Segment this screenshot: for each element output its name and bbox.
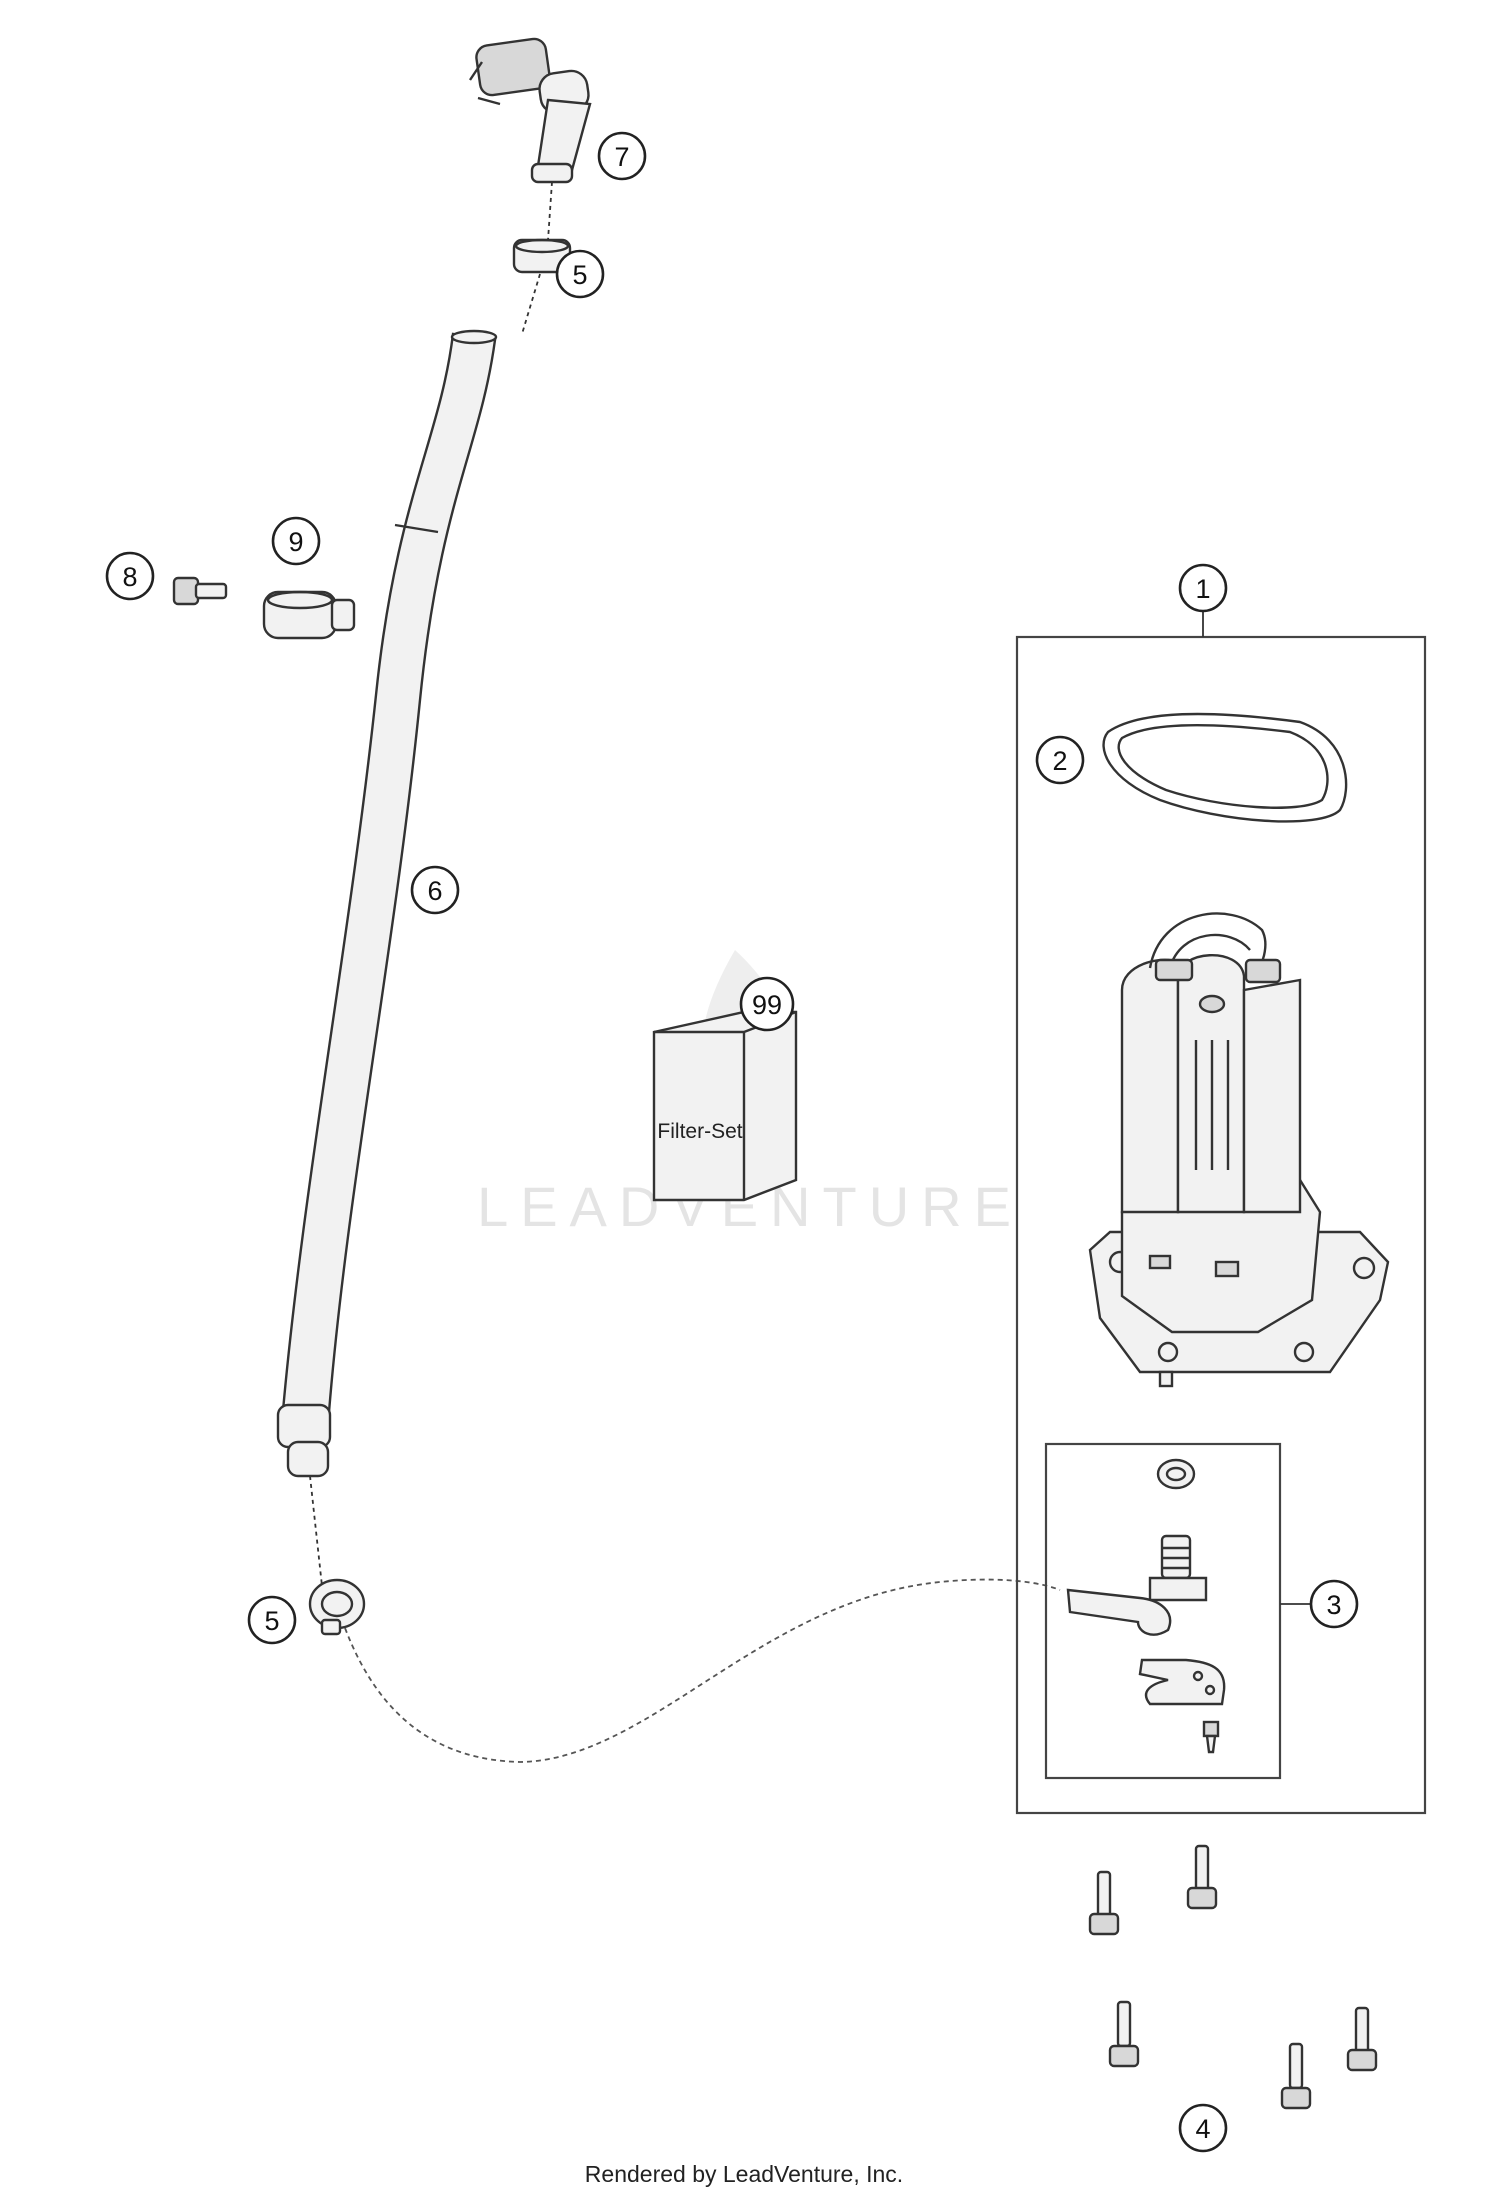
svg-text:1: 1 [1195, 574, 1210, 604]
svg-text:7: 7 [614, 142, 629, 172]
svg-text:8: 8 [122, 562, 137, 592]
part-99-filter-set: Filter-Set [652, 1010, 798, 1202]
leader-5-6 [521, 273, 541, 335]
callout-99: 99 [739, 976, 795, 1032]
part-1-assembly-box [1015, 635, 1427, 1815]
leader-7-5 [547, 181, 553, 241]
callout-3: 3 [1309, 1579, 1359, 1629]
svg-text:99: 99 [752, 990, 782, 1020]
part-2-gasket [1102, 712, 1348, 823]
bolt-4c [1346, 2006, 1378, 2072]
callout-5-top: 5 [555, 249, 605, 299]
svg-text:3: 3 [1326, 1590, 1341, 1620]
bolt-4a [1088, 1870, 1120, 1936]
svg-text:4: 4 [1195, 2114, 1210, 2144]
credit-text: Rendered by LeadVenture, Inc. [585, 2161, 903, 2187]
bolt-4d [1108, 2000, 1140, 2068]
callout-2: 2 [1035, 735, 1085, 785]
svg-text:2: 2 [1052, 746, 1067, 776]
part-3-assembly-box [1044, 1442, 1282, 1780]
leader-6-5 [309, 1475, 323, 1587]
svg-text:6: 6 [427, 876, 442, 906]
part-4-bolts [1088, 1844, 1378, 2110]
callout-8: 8 [105, 551, 155, 601]
part-9-hose-clamp [262, 590, 356, 640]
part-5-bottom-clamp [308, 1578, 366, 1636]
callout-6: 6 [410, 865, 460, 915]
routing-dashed-line [344, 1578, 1061, 1763]
filter-set-label: Filter-Set [657, 1120, 742, 1143]
part-3-outlet-fitting [1066, 1458, 1226, 1754]
svg-text:5: 5 [572, 260, 587, 290]
callout-4: 4 [1178, 2103, 1228, 2153]
callout-5-bottom: 5 [247, 1595, 297, 1645]
part-7-elbow-connector [469, 37, 592, 184]
part-8-bolt [172, 576, 228, 606]
callout-7: 7 [597, 131, 647, 181]
part-1-fuel-pump [1088, 912, 1390, 1388]
bolt-4b [1186, 1844, 1218, 1910]
svg-text:9: 9 [288, 527, 303, 557]
callout-1: 1 [1178, 563, 1228, 613]
part-6-fuel-hose [276, 329, 498, 1478]
callout-9: 9 [271, 516, 321, 566]
svg-text:5: 5 [264, 1606, 279, 1636]
bolt-4e [1280, 2042, 1312, 2110]
